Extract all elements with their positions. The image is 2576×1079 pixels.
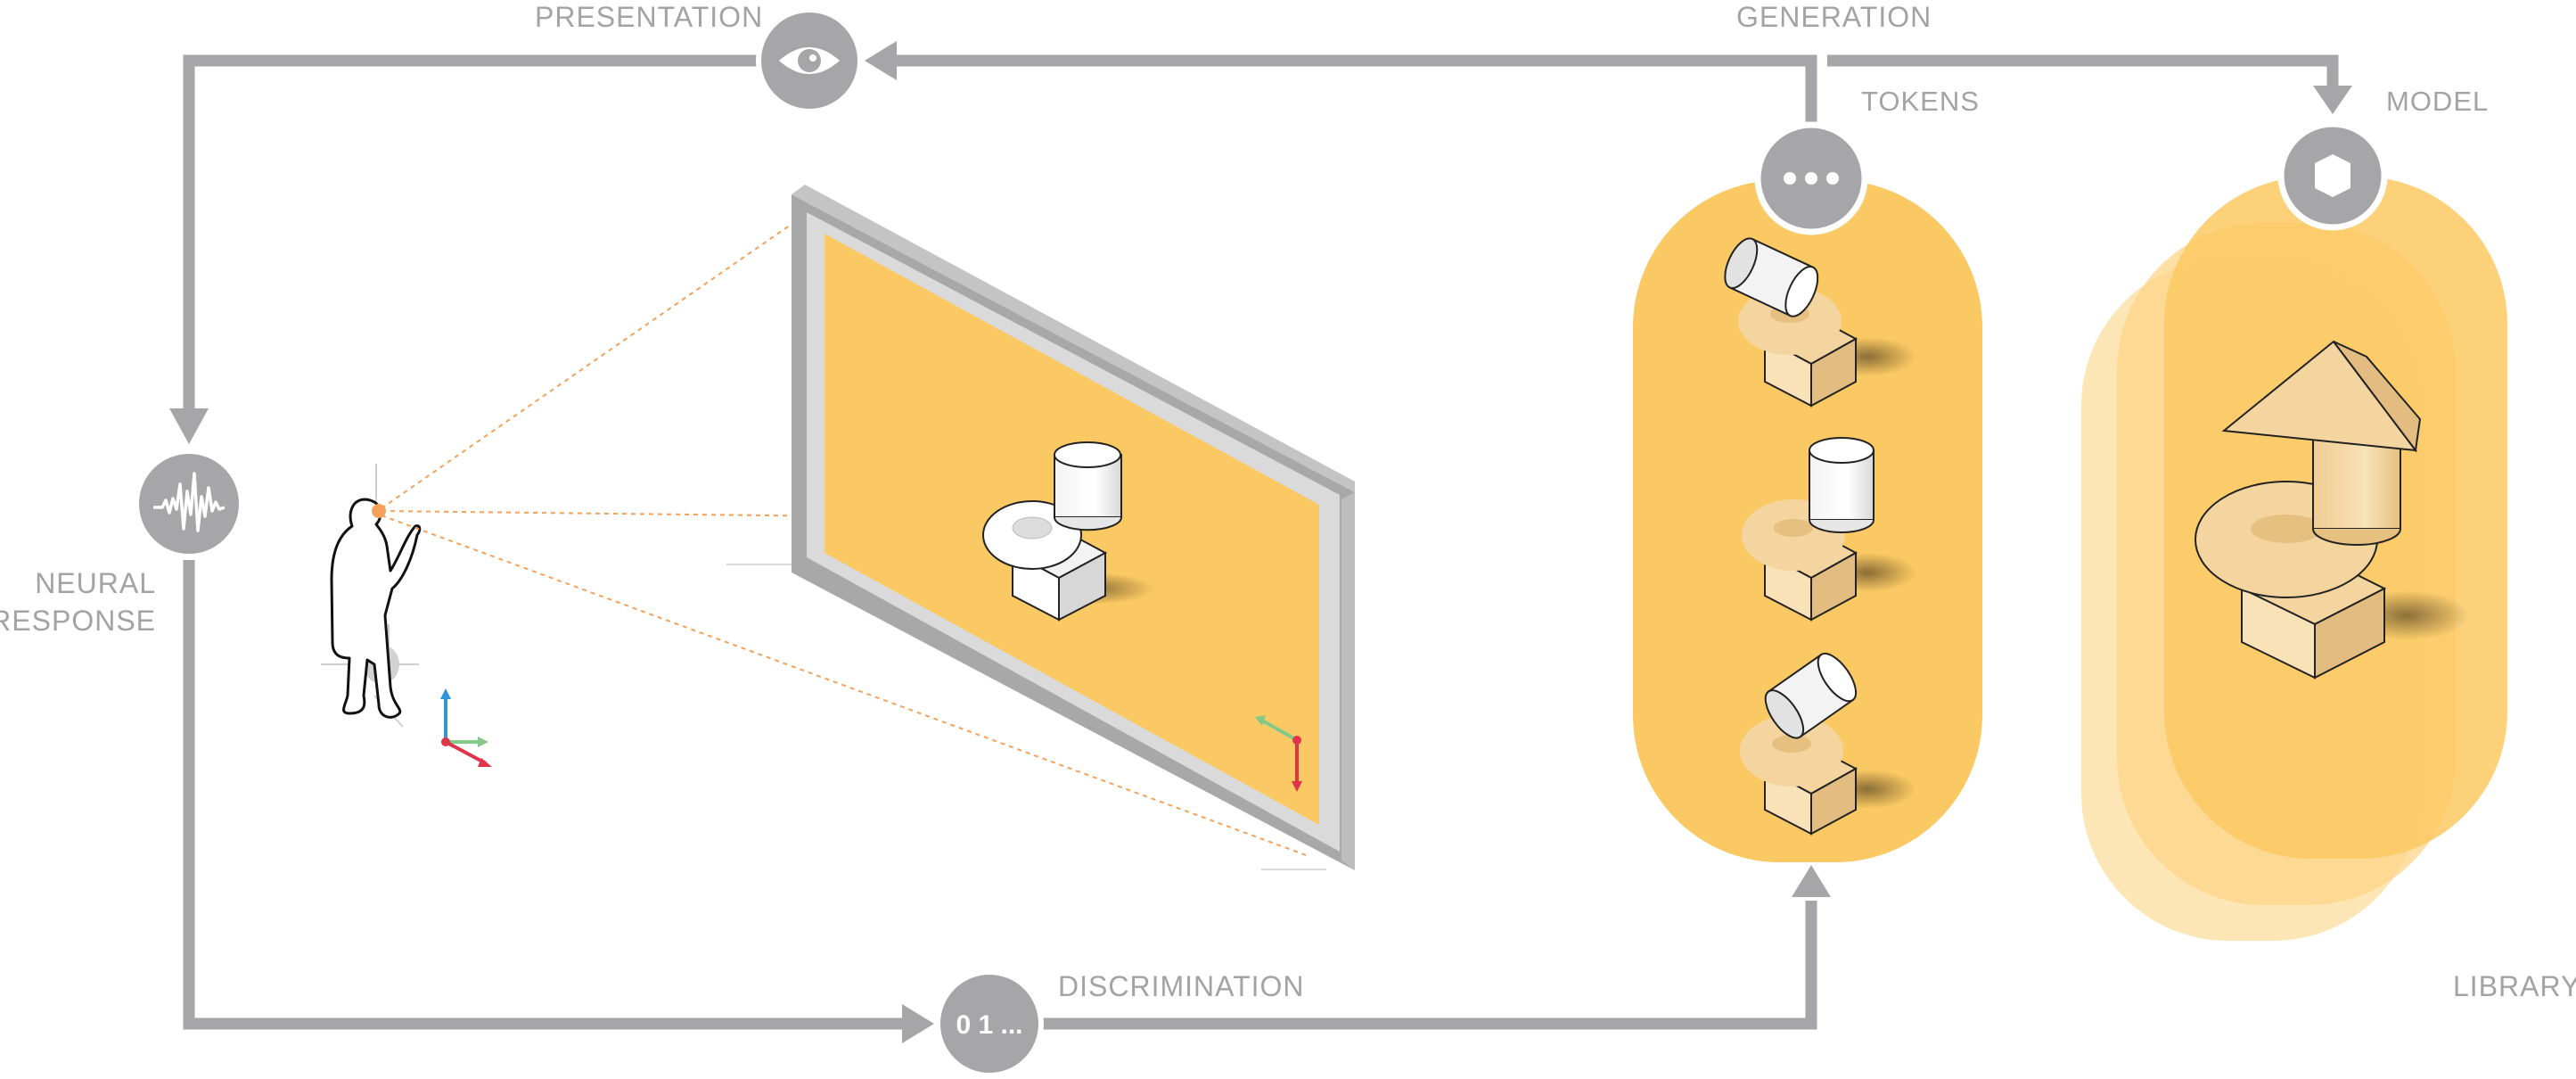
token-object-3 bbox=[1740, 652, 1916, 836]
person-silhouette bbox=[330, 498, 422, 719]
label-discrimination: DISCRIMINATION bbox=[1058, 970, 1305, 1002]
presentation-hub bbox=[756, 7, 863, 114]
arrowhead-to-neural bbox=[169, 408, 209, 444]
arrowhead-to-tokens bbox=[1792, 865, 1831, 897]
label-tokens: TOKENS bbox=[1861, 86, 1980, 117]
flow-lines bbox=[183, 54, 2339, 1030]
viewer-axes-icon bbox=[440, 688, 492, 767]
arrowhead-to-discrimination bbox=[902, 1004, 934, 1043]
label-generation: GENERATION bbox=[1736, 1, 1932, 33]
discrimination-hub: 0 1 ... bbox=[935, 969, 1044, 1078]
viewer-figure bbox=[321, 464, 422, 728]
label-presentation: PRESENTATION bbox=[535, 1, 763, 33]
token-object-1 bbox=[1724, 237, 1916, 408]
labels: PRESENTATION GENERATION TOKENS MODEL NEU… bbox=[0, 1, 2576, 1002]
arrowhead-to-presentation bbox=[865, 41, 897, 80]
label-neural-response-line1: NEURAL bbox=[35, 567, 156, 599]
screen-axes-icon bbox=[1255, 715, 1302, 792]
flow-generation-to-model bbox=[1827, 54, 2339, 89]
label-neural-response-line2: RESPONSE bbox=[0, 605, 156, 637]
hexagon-icon bbox=[2315, 154, 2350, 197]
neural-response-hub bbox=[134, 449, 244, 559]
model-object bbox=[2195, 340, 2469, 680]
arrowheads bbox=[169, 41, 2352, 1043]
flow-tokens-to-presentation bbox=[891, 54, 1817, 125]
flow-neural-to-discrimination bbox=[183, 560, 909, 1030]
flow-presentation-to-neural bbox=[183, 54, 758, 408]
flow-discrimination-to-tokens bbox=[1043, 901, 1817, 1030]
arrowhead-to-model bbox=[2313, 86, 2352, 114]
display-screen bbox=[726, 185, 1355, 870]
tokens-panel bbox=[1633, 121, 1982, 862]
label-model: MODEL bbox=[2386, 86, 2489, 117]
token-object-2 bbox=[1742, 437, 1916, 622]
model-hub bbox=[2277, 120, 2388, 231]
label-library: LIBRARY bbox=[2453, 970, 2576, 1002]
screen-stimulus-object bbox=[982, 441, 1154, 622]
library-stack bbox=[2081, 120, 2507, 941]
eye-icon bbox=[779, 47, 840, 74]
waveform-icon bbox=[153, 472, 226, 532]
discrimination-code: 0 1 ... bbox=[956, 1010, 1022, 1040]
